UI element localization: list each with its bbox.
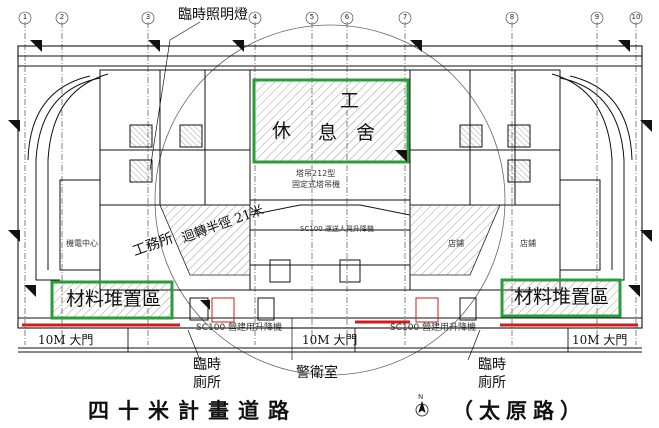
toilet-right-label: 臨時廁所 [478,357,506,391]
axis-label-9: 9 [594,13,600,21]
material-zone-right [500,278,622,318]
gate-left-label: 10M 大門 [38,333,94,347]
material-zone-right-label: 材料堆置區 [514,286,610,308]
hatched-zones [159,204,501,276]
worker-dorm-zone [252,78,410,164]
hoist-boxes [189,297,477,323]
toilet-left-label: 臨時廁所 [193,357,221,391]
axis-label-8: 8 [509,13,515,21]
right-building [409,69,633,291]
room-right-label-b: 店鋪 [520,239,536,248]
axis-label-2: 2 [59,13,65,21]
gate-mid-label: 10M 大門 [302,333,358,347]
worker-dorm-right-label: 舍 [356,122,376,144]
leader-lines [149,21,481,361]
crane-sublabel: 固定式塔吊機 [292,180,340,189]
gate-right-label: 10M 大門 [572,333,628,347]
worker-dorm-left-label: 休 [272,120,292,142]
room-left-label: 機電中心 [66,239,98,248]
temporary-lighting-label: 臨時照明燈 [178,7,248,23]
worker-dorm-label: 工 [340,90,360,112]
axis-label-4: 4 [252,13,258,21]
material-zone-left [50,280,174,320]
light-markers [8,40,652,310]
road-alt-label: （太原路） [452,398,587,423]
worker-dorm-mid-label: 息 [318,122,338,144]
guard-room-label: 警衛室 [296,365,338,381]
material-zone-left-label: 材料堆置區 [66,288,162,310]
axis-label-3: 3 [145,13,151,21]
axis-label-5: 5 [309,13,315,21]
road-edge [22,320,638,327]
crane-radius-circle [154,24,506,376]
hoist-right-label: SC100 營建用升降機 [390,323,477,333]
compass-label: N [418,393,424,401]
axis-label-1: 1 [22,13,28,21]
left-building [27,69,251,291]
axis-label-7: 7 [402,13,408,21]
axis-label-6: 6 [344,13,350,21]
axis-label-10: 10 [631,13,641,21]
compass-icon [415,400,429,417]
hoist-left-label: SC100 營建用升降機 [196,323,283,333]
frontage-lines [18,328,642,353]
room-right-label-a: 店鋪 [448,239,464,248]
center-block [249,69,411,291]
crane-label: 塔吊212型 [296,169,336,178]
elevator-note: SC100 運送人員升降機 [300,225,374,233]
road-name-label: 四十米計畫道路 [88,398,298,423]
